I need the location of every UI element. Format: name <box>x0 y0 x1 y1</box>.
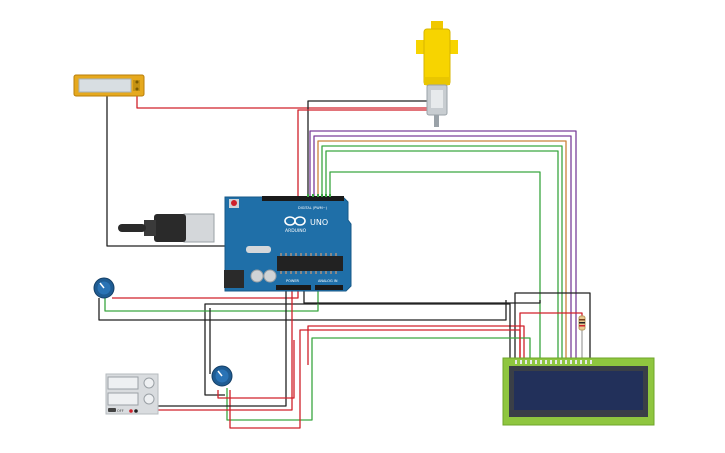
wire-lcd-green-1[interactable] <box>321 145 563 360</box>
wire-lcd-black-2[interactable] <box>204 303 511 396</box>
arduino-brand: ARDUINO <box>285 228 307 234</box>
arduino-digital-label: DIGITAL (PWM~) <box>298 206 328 210</box>
wire-pot2-red[interactable] <box>217 340 295 399</box>
wire-pot1-black[interactable] <box>98 298 507 321</box>
potentiometer-1[interactable] <box>93 277 115 299</box>
arduino-uno[interactable]: ARDUINO UNO DIGITAL (PWM~) POWER ANALOG … <box>118 194 352 292</box>
arduino-model: UNO <box>310 218 328 227</box>
wire-lcd-green-3[interactable] <box>329 171 541 360</box>
wire-lcd-purple-1[interactable] <box>309 130 577 360</box>
power-supply[interactable]: OFF <box>105 373 159 415</box>
power-supply-off-label: OFF <box>117 409 124 413</box>
wire-lcd-green-pot[interactable] <box>226 337 531 421</box>
wire-lcd-red-resistor[interactable] <box>519 312 583 360</box>
wire-pot1-green[interactable] <box>104 290 319 312</box>
wire-pot1-red[interactable] <box>112 290 299 299</box>
wire-gnd-black-2[interactable] <box>303 290 541 304</box>
wire-battery-black[interactable] <box>106 95 232 247</box>
arduino-power-label: POWER <box>286 279 300 283</box>
wire-lcd-red-2[interactable] <box>307 325 525 365</box>
wire-lcd-red-3[interactable] <box>229 329 521 429</box>
lcd-16x2[interactable] <box>502 357 655 426</box>
arduino-logo-icon <box>284 216 306 226</box>
dc-motor[interactable] <box>416 21 458 127</box>
battery-pack[interactable] <box>73 74 145 97</box>
wire-battery-red[interactable] <box>136 95 428 109</box>
wire-lcd-purple-2[interactable] <box>313 135 572 360</box>
wire-lcd-green-2[interactable] <box>325 150 559 360</box>
resistor[interactable] <box>578 315 586 360</box>
wire-motor-black[interactable] <box>307 100 427 196</box>
wires <box>98 95 591 429</box>
arduino-analog-label: ANALOG IN <box>318 279 338 283</box>
wire-motor-red[interactable] <box>297 109 427 196</box>
wire-lcd-orange[interactable] <box>317 140 567 360</box>
wire-supply-red[interactable] <box>131 290 293 411</box>
potentiometer-2[interactable] <box>211 365 233 387</box>
